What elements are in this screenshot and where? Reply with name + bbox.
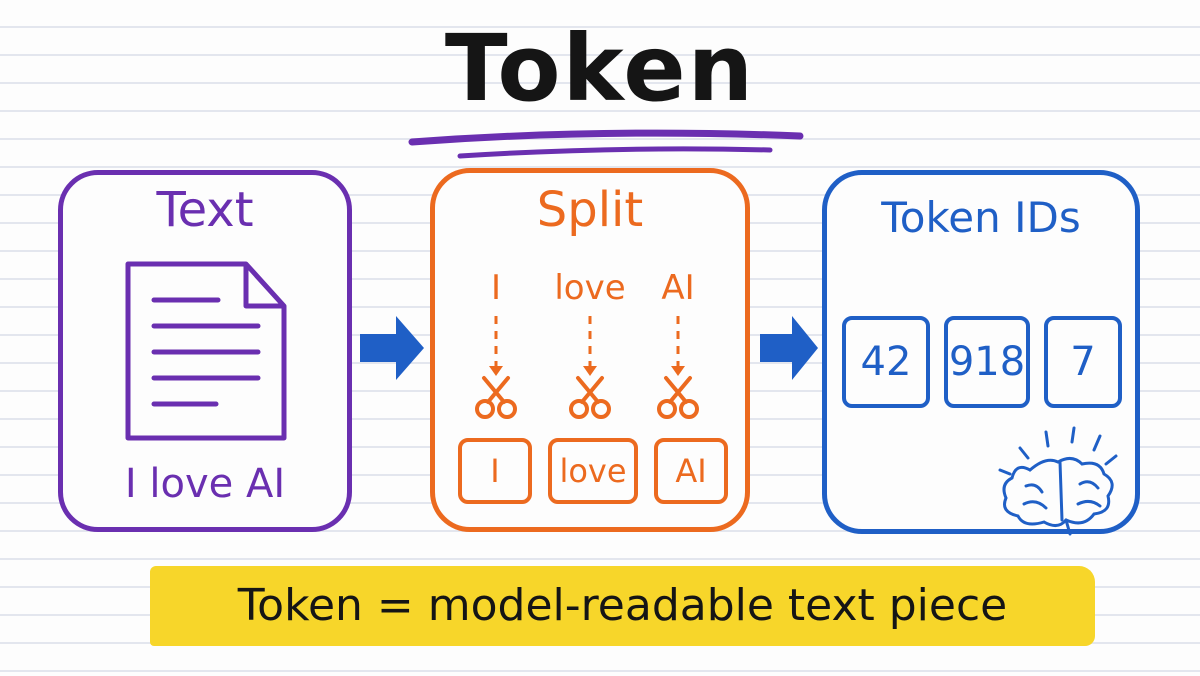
split-word: love xyxy=(554,268,626,308)
token-ids-panel-heading: Token IDs xyxy=(881,193,1081,242)
title-underline-second xyxy=(457,146,773,159)
split-panel xyxy=(430,168,750,532)
split-panel-heading: Split xyxy=(536,182,644,238)
split-word: AI xyxy=(661,268,695,308)
split-word: I xyxy=(490,268,502,308)
text-panel-heading: Text xyxy=(156,182,254,238)
caption-highlight xyxy=(150,566,1095,646)
input-sentence: I love AI xyxy=(124,461,286,507)
token-box: love xyxy=(548,438,638,504)
caption: Token = model-readable text piece xyxy=(237,580,1008,631)
token-box: AI xyxy=(654,438,728,504)
token-box: I xyxy=(458,438,532,504)
page-title: Token xyxy=(444,15,756,122)
token-id-box: 42 xyxy=(842,316,930,408)
token-id-box: 918 xyxy=(944,316,1030,408)
title-underline xyxy=(408,129,804,146)
token-id-box: 7 xyxy=(1044,316,1122,408)
